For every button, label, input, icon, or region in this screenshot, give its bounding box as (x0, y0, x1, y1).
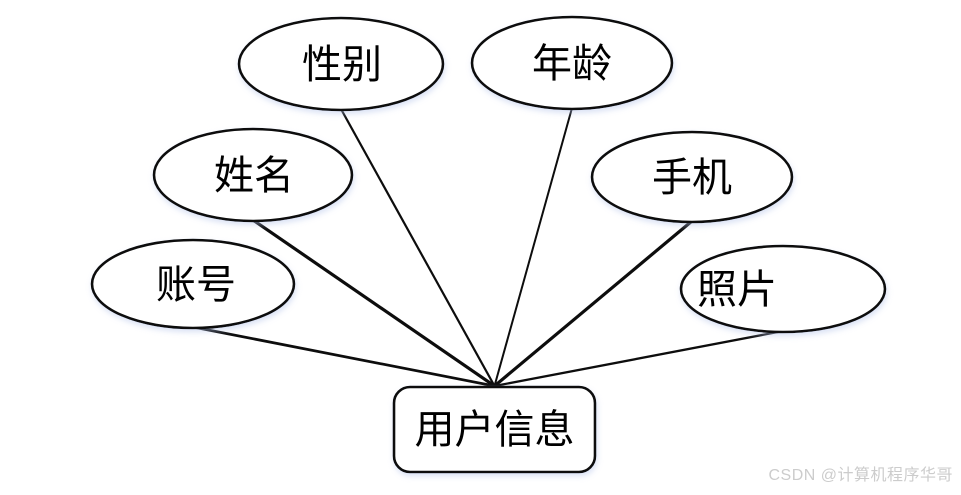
attribute-nodes: 性别 年龄 姓名 手机 账号 照片 (90, 15, 887, 334)
attribute-label-account: 账号 (156, 262, 236, 307)
attribute-ellipse-mobile (590, 130, 794, 224)
attribute-label-name: 姓名 (214, 153, 294, 198)
attribute-label-age: 年龄 (532, 41, 612, 86)
entity-label-userinfo: 用户信息 (415, 407, 575, 452)
edge-gender-userinfo (340, 108, 496, 387)
edges (192, 107, 784, 388)
edge-photo-userinfo (494, 329, 784, 388)
edge-account-userinfo (192, 325, 495, 388)
attribute-ellipse-account (90, 238, 296, 330)
attribute-ellipse-age (470, 15, 674, 111)
attribute-ellipse-name (152, 127, 354, 223)
entity-rect-userinfo (392, 385, 597, 474)
attribute-ellipse-photo (679, 244, 887, 334)
watermark: CSDN @计算机程序华哥 (768, 467, 953, 484)
attribute-ellipse-gender (237, 16, 445, 112)
edge-name-userinfo (252, 218, 496, 388)
attribute-label-mobile: 手机 (652, 155, 732, 200)
attribute-label-gender: 性别 (302, 42, 382, 87)
attribute-label-photo: 照片 (697, 267, 777, 312)
edge-mobile-userinfo (493, 219, 694, 388)
edge-age-userinfo (493, 107, 573, 387)
entity-node: 用户信息 (392, 385, 597, 474)
